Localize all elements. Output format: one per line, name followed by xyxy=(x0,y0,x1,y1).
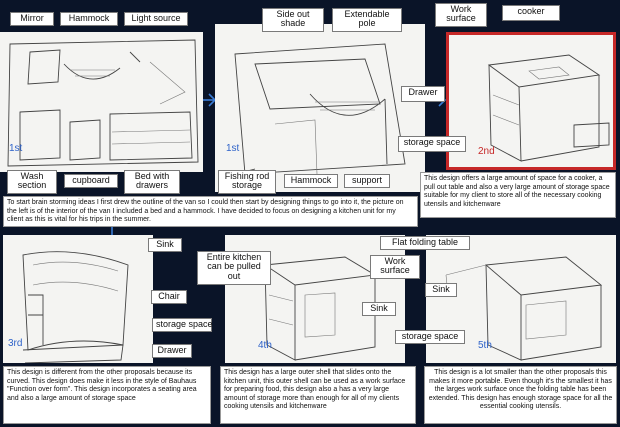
ordinal-4: 4th xyxy=(258,340,272,351)
label-entire-kitchen: Entire kitchen can be pulled out xyxy=(197,251,271,285)
label-wash-section: Wash section xyxy=(7,170,57,194)
label-hammock: Hammock xyxy=(60,12,118,26)
sketch-panel-design-2 xyxy=(446,32,616,170)
label-work-surface: Work surface xyxy=(435,3,487,27)
intro-text: To start brain storming ideas I first dr… xyxy=(3,196,418,227)
label-cupboard: cupboard xyxy=(64,174,118,188)
design-5-text: This design is a lot smaller than the ot… xyxy=(424,366,617,424)
label-fishing-rod-storage: Fishing rod storage xyxy=(218,170,276,194)
label-cooker: cooker xyxy=(502,5,560,21)
ordinal-1-b: 1st xyxy=(226,143,239,154)
sketch-panel-design-3 xyxy=(3,235,153,363)
design-4-text: This design has a large outer shell that… xyxy=(220,366,416,424)
label-sink-4: Sink xyxy=(362,302,396,316)
design-2-text: This design offers a large amount of spa… xyxy=(420,172,616,218)
label-light-source: Light source xyxy=(124,12,188,26)
label-sink-3: Sink xyxy=(148,238,182,252)
ordinal-1: 1st xyxy=(9,143,22,154)
label-drawer: Drawer xyxy=(401,86,445,102)
ordinal-2: 2nd xyxy=(478,146,495,157)
kitchen-unit-sketch-2 xyxy=(449,35,616,170)
label-mirror: Mirror xyxy=(10,12,54,26)
label-side-out-shade: Side out shade xyxy=(262,8,324,32)
van-interior-sketch xyxy=(0,32,203,172)
label-chair: Chair xyxy=(151,290,187,304)
label-bed-with-drawers: Bed with drawers xyxy=(124,170,180,194)
ordinal-5: 5th xyxy=(478,340,492,351)
label-storage-space-3: storage space xyxy=(152,318,212,332)
kitchen-unit-sketch-3 xyxy=(3,235,153,363)
label-sink-5: Sink xyxy=(425,283,457,297)
sketch-panel-van-interior xyxy=(0,32,203,172)
label-work-surface-4: Work surface xyxy=(370,255,420,279)
ordinal-3: 3rd xyxy=(8,338,22,349)
label-flat-folding-table: Flat folding table xyxy=(380,236,470,250)
label-storage-space-5: storage space xyxy=(395,330,465,344)
label-support: support xyxy=(344,174,390,188)
label-storage-space: storage space xyxy=(398,136,466,152)
sketch-panel-van-exterior xyxy=(215,24,425,192)
design-3-text: This design is different from the other … xyxy=(3,366,211,424)
van-exterior-sketch xyxy=(215,24,425,192)
label-hammock-2: Hammock xyxy=(284,174,338,188)
label-extendable-pole: Extendable pole xyxy=(332,8,402,32)
label-drawer-3: Drawer xyxy=(152,344,192,358)
